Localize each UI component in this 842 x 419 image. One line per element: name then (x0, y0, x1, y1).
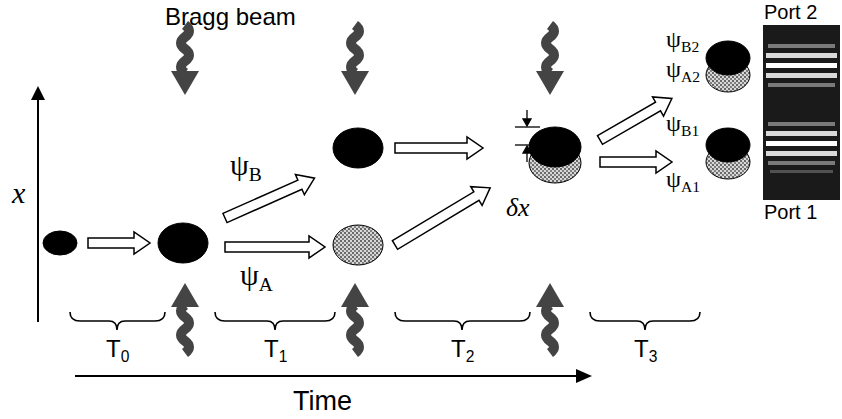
interval-label: T1 (264, 336, 287, 362)
time-brace (70, 312, 700, 330)
offset-label: δx (506, 194, 530, 223)
wavefunction-label: ψB (230, 148, 262, 181)
interval-label: T2 (451, 336, 474, 362)
port-label: Port 2 (764, 1, 817, 23)
interval-label: T3 (634, 336, 657, 362)
fringe-image (763, 25, 840, 200)
wavefunction-label: ψA (240, 258, 273, 291)
x-axis (31, 86, 45, 322)
offset-marker (515, 110, 540, 162)
wavefunction-label: ψB2 (666, 26, 699, 52)
bragg-beam (171, 25, 564, 353)
port-label: Port 1 (764, 201, 817, 223)
time-axis (75, 369, 592, 383)
wavefunction-label: ψA2 (666, 56, 700, 82)
wavefunction-label: ψA1 (666, 166, 700, 192)
beam-label: Bragg beam (165, 4, 296, 30)
wavefunction-label: ψB1 (666, 110, 699, 136)
axis-title: Time (293, 387, 352, 417)
interval-label: T0 (106, 336, 129, 362)
axis-label: x (12, 176, 25, 209)
atom-cloud (43, 41, 750, 265)
